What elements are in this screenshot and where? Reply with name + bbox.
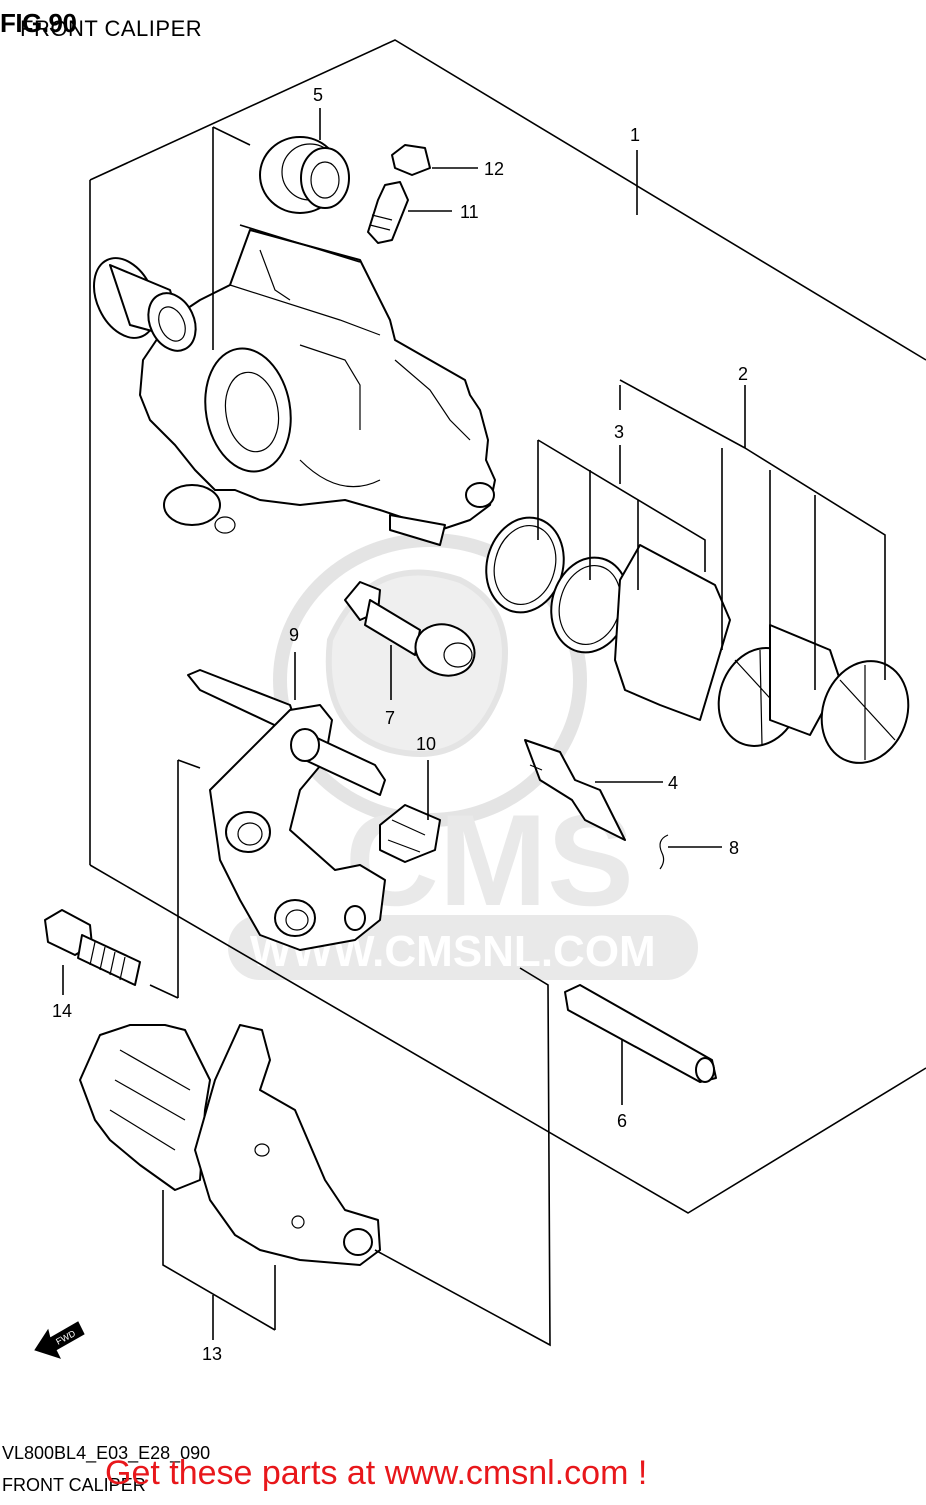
part-number-labels: 1 2 3 4 5 6 7 8 9 10 11 12 13 14 — [52, 85, 748, 1364]
leader-lines — [62, 108, 886, 1347]
part-5-boot — [259, 136, 350, 214]
part-4-spring — [524, 739, 626, 841]
part-label-3: 3 — [614, 422, 624, 442]
part-label-5: 5 — [313, 85, 323, 105]
part-label-14: 14 — [52, 1001, 72, 1021]
part-label-4: 4 — [668, 773, 678, 793]
part-14-bolt — [44, 909, 141, 986]
part-8-eclip — [659, 834, 669, 870]
figure-subtitle: FRONT CALIPER — [20, 16, 203, 41]
footer-title: FRONT CALIPER — [2, 1475, 146, 1495]
part-13-pads — [79, 1024, 381, 1266]
part-label-11: 11 — [460, 202, 479, 222]
part-9-bracket — [187, 669, 386, 951]
part-label-10: 10 — [416, 734, 436, 754]
part-label-8: 8 — [729, 838, 739, 858]
assembly-outline — [89, 39, 926, 1214]
promo-link[interactable]: Get these parts at www.cmsnl.com ! — [105, 1454, 648, 1492]
part-label-6: 6 — [617, 1111, 627, 1131]
part-label-12: 12 — [484, 159, 504, 179]
part-label-1: 1 — [630, 125, 640, 145]
diagram-code: VL800BL4_E03_E28_090 — [2, 1443, 211, 1463]
part-10-clip — [379, 804, 441, 863]
piston-seals — [485, 516, 910, 764]
part-12-cap — [391, 144, 431, 176]
fwd-arrow-icon: FWD — [34, 1321, 85, 1359]
part-label-2: 2 — [738, 364, 748, 384]
part-label-9: 9 — [289, 625, 299, 645]
part-11-bleeder — [367, 181, 409, 244]
caliper-body — [93, 229, 496, 546]
part-7-slide-pin — [344, 581, 476, 677]
figure-number: FIG.90 — [0, 8, 77, 38]
part-label-13: 13 — [202, 1344, 222, 1364]
part-label-7: 7 — [385, 708, 395, 728]
part-6-pad-pin — [564, 984, 717, 1083]
